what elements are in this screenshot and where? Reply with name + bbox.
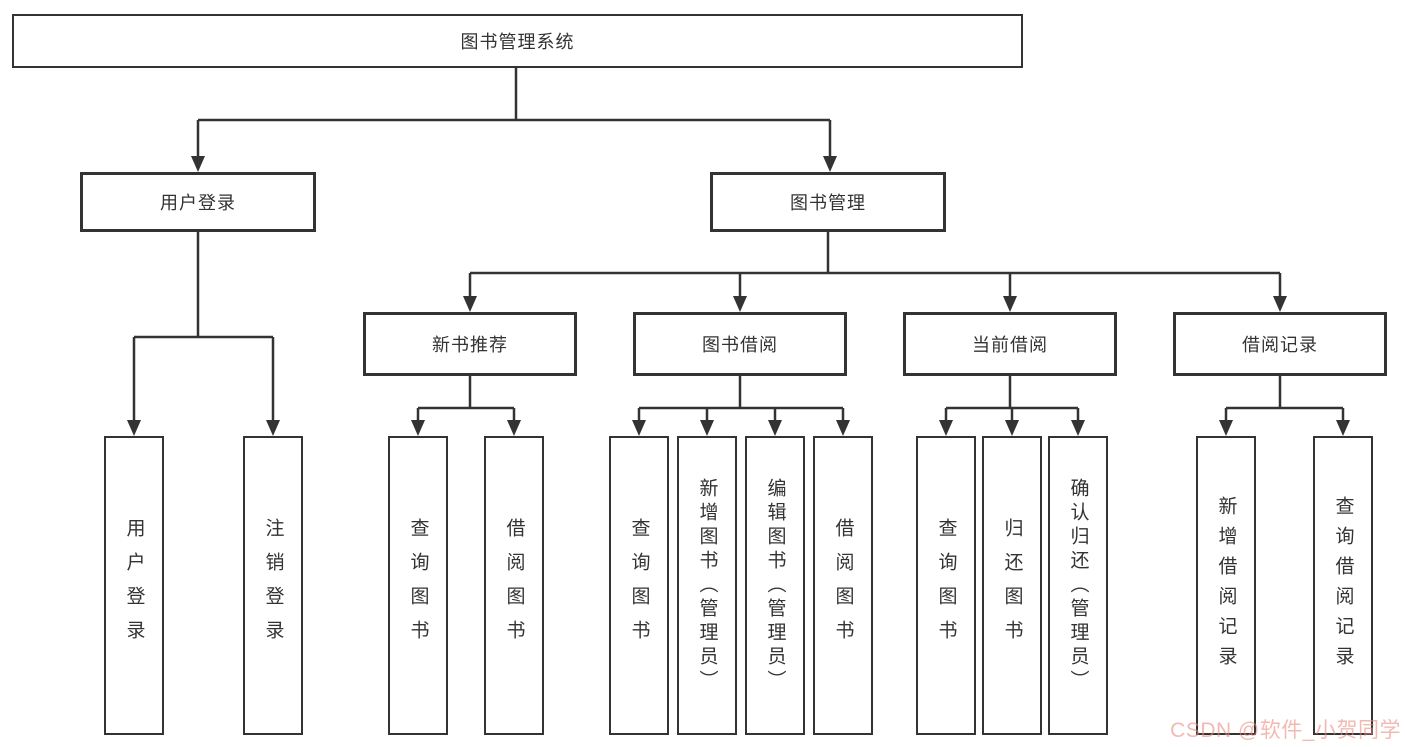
node-book-borrow-label: 图书借阅 <box>702 335 778 355</box>
leaf-borrow-book-2-label: 借阅图书 <box>832 517 854 654</box>
leaf-edit-book-admin: 编辑图书（管理员） <box>745 436 805 735</box>
leaf-query-book-3-label: 查询图书 <box>935 517 957 654</box>
leaf-return-book-label: 归还图书 <box>1001 517 1023 654</box>
node-new-book-recommend-label: 新书推荐 <box>432 335 508 355</box>
node-book-management: 图书管理 <box>710 172 946 232</box>
leaf-logout-label: 注销登录 <box>262 517 284 654</box>
leaf-confirm-return-admin: 确认归还（管理员） <box>1048 436 1108 735</box>
leaf-confirm-return-admin-label: 确认归还（管理员） <box>1067 477 1089 694</box>
node-new-book-recommend: 新书推荐 <box>363 312 577 376</box>
leaf-user-login: 用户登录 <box>104 436 164 735</box>
leaf-add-borrow-record-label: 新增借阅记录 <box>1215 495 1237 676</box>
watermark-text: CSDN @软件_小贺同学 <box>1170 719 1401 742</box>
node-book-management-label: 图书管理 <box>790 193 866 213</box>
leaf-query-book-2-label: 查询图书 <box>628 517 650 654</box>
leaf-query-book-3: 查询图书 <box>916 436 976 735</box>
leaf-add-borrow-record: 新增借阅记录 <box>1196 436 1256 735</box>
node-current-borrow: 当前借阅 <box>903 312 1117 376</box>
node-borrow-records: 借阅记录 <box>1173 312 1387 376</box>
leaf-add-book-admin-label: 新增图书（管理员） <box>696 477 718 694</box>
leaf-logout: 注销登录 <box>243 436 303 735</box>
leaf-borrow-book-1-label: 借阅图书 <box>503 517 525 654</box>
leaf-user-login-label: 用户登录 <box>123 517 145 654</box>
node-user-login: 用户登录 <box>80 172 316 232</box>
leaf-query-borrow-record-label: 查询借阅记录 <box>1332 495 1354 676</box>
node-book-borrow: 图书借阅 <box>633 312 847 376</box>
leaf-borrow-book-1: 借阅图书 <box>484 436 544 735</box>
leaf-borrow-book-2: 借阅图书 <box>813 436 873 735</box>
leaf-query-book-1-label: 查询图书 <box>407 517 429 654</box>
leaf-return-book: 归还图书 <box>982 436 1042 735</box>
node-current-borrow-label: 当前借阅 <box>972 335 1048 355</box>
leaf-query-book-2: 查询图书 <box>609 436 669 735</box>
leaf-query-book-1: 查询图书 <box>388 436 448 735</box>
node-borrow-records-label: 借阅记录 <box>1242 335 1318 355</box>
node-user-login-label: 用户登录 <box>160 193 236 213</box>
leaf-add-book-admin: 新增图书（管理员） <box>677 436 737 735</box>
leaf-edit-book-admin-label: 编辑图书（管理员） <box>764 477 786 694</box>
node-root-label: 图书管理系统 <box>460 32 575 52</box>
leaf-query-borrow-record: 查询借阅记录 <box>1313 436 1373 735</box>
node-root: 图书管理系统 <box>12 14 1023 68</box>
